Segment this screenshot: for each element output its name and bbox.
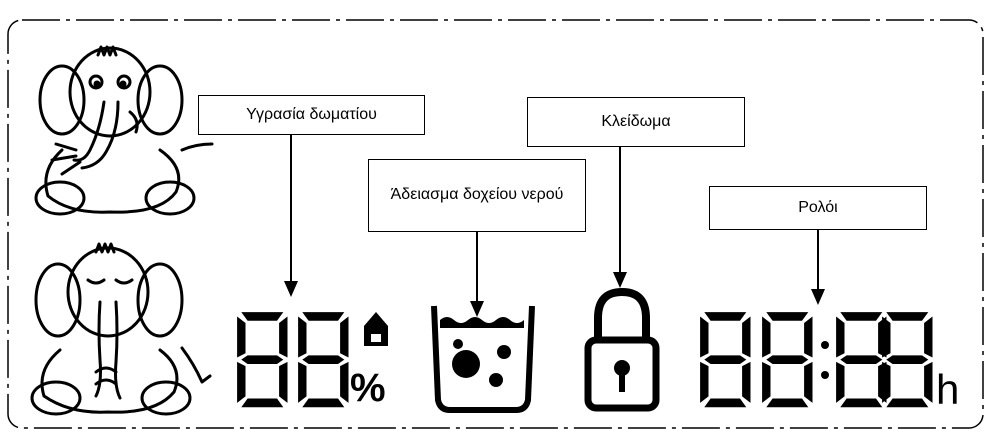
clock-colon <box>821 341 829 379</box>
callout-arrows <box>284 133 825 317</box>
water-drop-icon <box>364 312 388 346</box>
sad-elephant-icon <box>30 242 212 416</box>
hour-unit: h <box>936 366 960 413</box>
percent-symbol: % <box>350 366 386 410</box>
padlock-icon <box>584 287 660 412</box>
humidity-digits <box>237 312 349 408</box>
clock-digits <box>700 312 933 408</box>
humidity-label: Υγρασία δωματίου <box>198 95 425 135</box>
water-tank-icon <box>431 305 535 413</box>
clock-label: Ρολόι <box>709 186 927 230</box>
display-frame <box>7 19 984 429</box>
happy-elephant-icon <box>34 45 214 216</box>
tank-label: Άδειασμα δοχείου νερού <box>368 159 586 232</box>
lock-label: Κλείδωμα <box>527 97 745 147</box>
